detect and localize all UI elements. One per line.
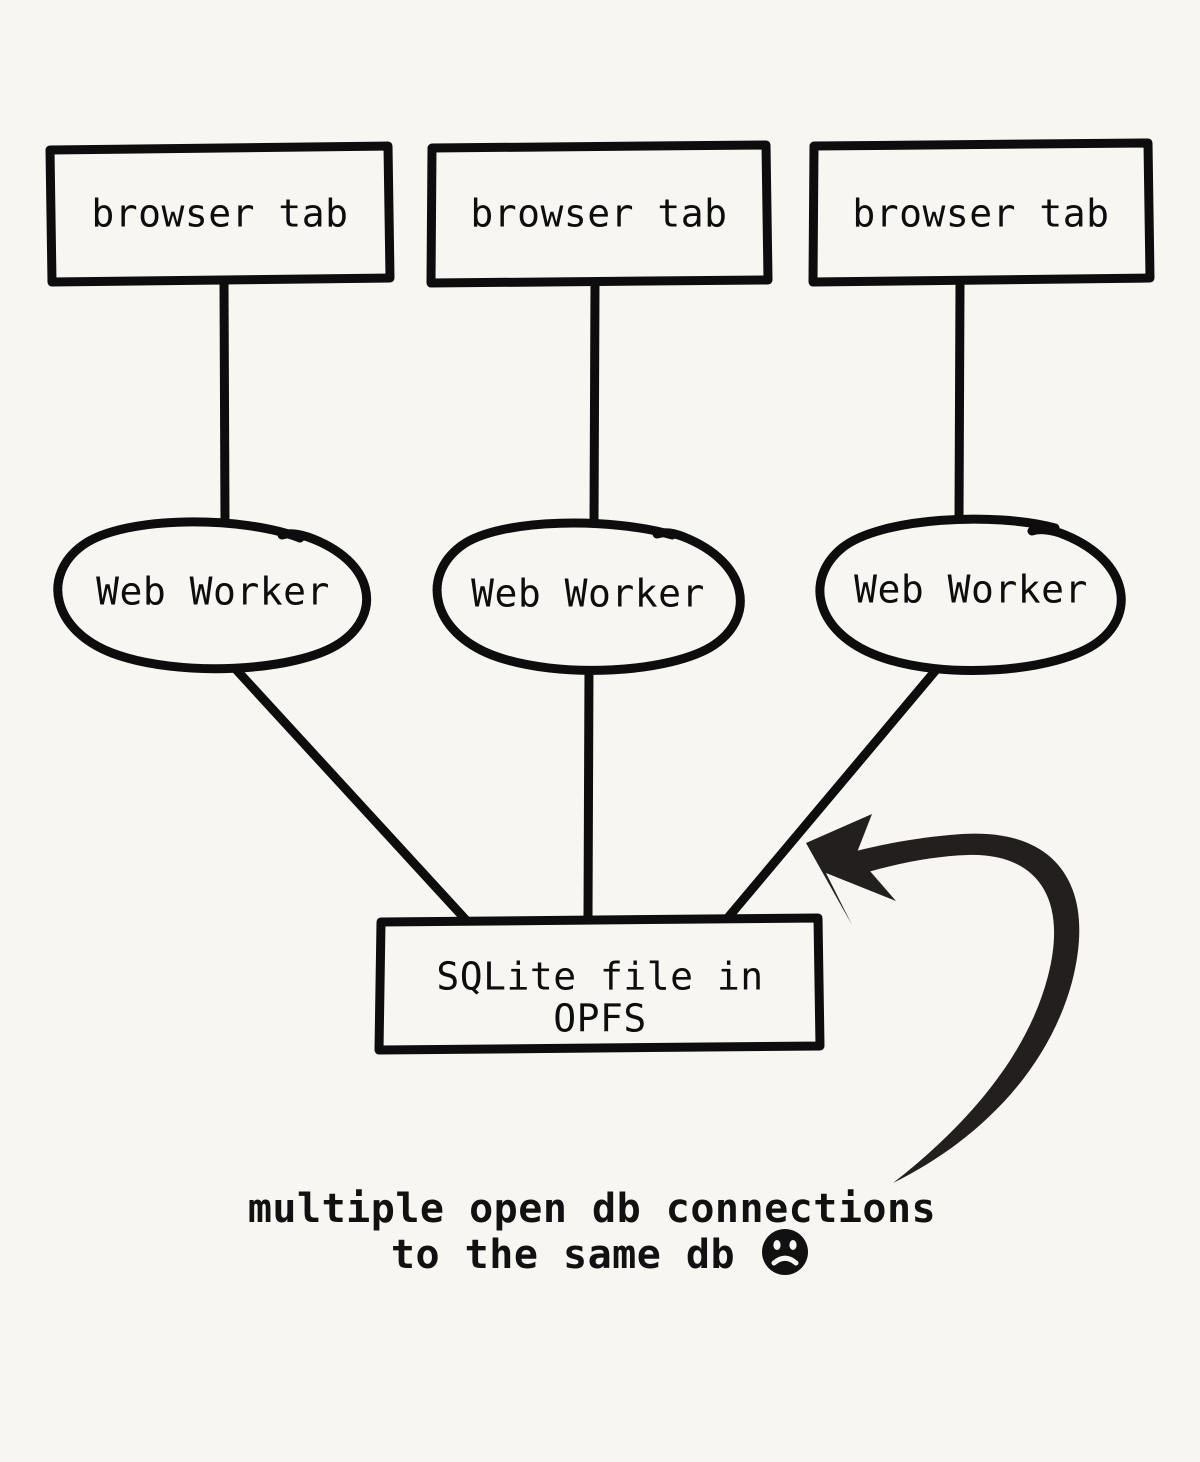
curved-callout-arrow xyxy=(806,814,1080,1183)
browser-tab-1[interactable]: browser tab xyxy=(45,141,395,287)
frowning-face-emoji-circle xyxy=(762,1229,808,1275)
connector-tab2-worker2 xyxy=(589,278,600,530)
sqlite-opfs-node[interactable]: SQLite file in OPFS xyxy=(374,913,825,1055)
browser-tab-3[interactable]: browser tab xyxy=(808,138,1155,287)
caption-line-2: to the same db xyxy=(391,1232,735,1278)
curved-callout-arrow-head xyxy=(806,814,896,925)
web-worker-2[interactable]: Web Worker xyxy=(432,518,745,675)
web-worker-3[interactable]: Web Worker xyxy=(815,514,1126,675)
caption-block: multiple open db connections to the same… xyxy=(248,1186,936,1278)
web-worker-1[interactable]: Web Worker xyxy=(53,517,372,674)
browser-tab-2-label: browser tab xyxy=(470,192,727,236)
web-worker-3-ellipse[interactable] xyxy=(815,514,1126,675)
sqlite-opfs-label-line1: SQLite file in xyxy=(436,955,763,999)
web-worker-2-ellipse[interactable] xyxy=(432,518,745,675)
frowning-face-emoji xyxy=(762,1229,808,1275)
web-worker-2-label: Web Worker xyxy=(471,572,705,616)
browser-tab-1-box[interactable] xyxy=(45,141,395,287)
browser-tab-2-box[interactable] xyxy=(426,140,773,288)
sqlite-opfs-label-line2: OPFS xyxy=(553,997,647,1041)
browser-tab-3-box[interactable] xyxy=(808,138,1155,287)
frowning-face-emoji-eye-right xyxy=(789,1240,797,1250)
web-worker-1-ellipse[interactable] xyxy=(53,517,372,674)
connector-tab1-worker1 xyxy=(219,276,230,528)
connector-tab3-worker3 xyxy=(954,278,965,525)
connector-worker1-storage xyxy=(226,659,471,925)
browser-tab-3-label: browser tab xyxy=(852,192,1109,236)
frowning-face-emoji-eye-left xyxy=(773,1240,781,1250)
frowning-face-emoji-mouth xyxy=(771,1255,799,1266)
connector-worker2-storage xyxy=(583,661,594,923)
sqlite-opfs-box[interactable] xyxy=(374,913,825,1055)
browser-tab-1-label: browser tab xyxy=(91,192,348,236)
browser-tab-2[interactable]: browser tab xyxy=(426,140,773,288)
caption-line-1: multiple open db connections xyxy=(248,1186,936,1232)
web-worker-1-label: Web Worker xyxy=(96,570,330,614)
connector-worker3-storage xyxy=(721,659,946,925)
web-worker-3-label: Web Worker xyxy=(854,568,1088,612)
